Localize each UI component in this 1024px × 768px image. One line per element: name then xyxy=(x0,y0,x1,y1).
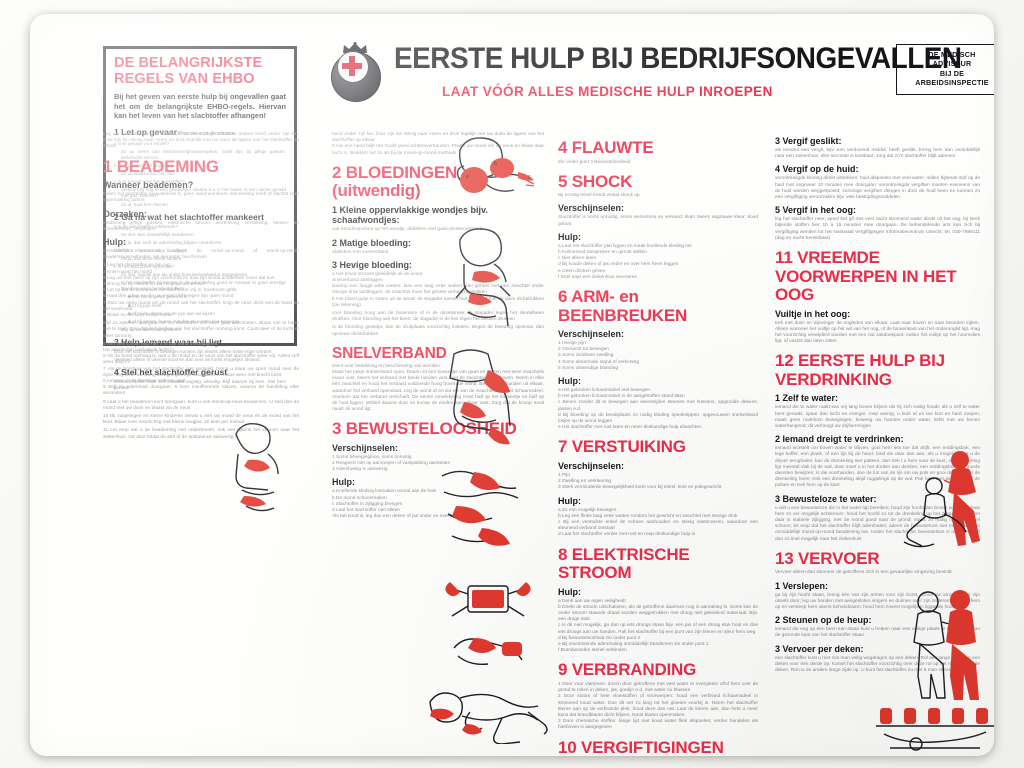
section-heading: 12 EERSTE HULP BIJ VERDRINKING xyxy=(775,351,945,389)
body-text: verontreinigde kleding direkt uittrekken… xyxy=(775,176,980,201)
section-heading: 6 ARM- en BEENBREUKEN xyxy=(558,287,688,325)
body-text: Bij ernstig letsel treedt veelal shock o… xyxy=(558,193,640,199)
body-text: Indien het slachtoffer bewusteloos is, g… xyxy=(103,192,299,204)
section-heading: 11 VREEMDE VOORWERPEN IN HET OOG xyxy=(775,248,957,305)
sub-heading: 4 Vergif op de huid: xyxy=(775,164,859,175)
sub-heading: 1 Zelf te water: xyxy=(775,393,839,404)
body-text: 9 Laat u het beademen kunt doorgaan, kun… xyxy=(103,399,299,411)
section-heading: 10 VERGIFTIGINGEN xyxy=(558,737,724,756)
body-text: 5 Met een schuin nog kijkt u of zijn bor… xyxy=(103,341,299,397)
rules-title: DE BELANGRIJKSTE REGELS VAN EHBO xyxy=(114,55,286,87)
bleeding-wound-arm-figure xyxy=(434,344,534,454)
body-text: 1 Door vuur vlammen: doven door getroffe… xyxy=(558,681,758,731)
sub-heading: 5 Vergif in het oog: xyxy=(775,205,857,216)
sub-heading: 3 Vergif geslikt: xyxy=(775,136,842,146)
rules-title-line-1: DE BELANGRIJKSTE xyxy=(114,55,263,71)
sub-heading: Hulp: xyxy=(558,376,581,387)
sub-heading: Hulp: xyxy=(558,231,581,242)
body-text: Blijf zo ademen doorgaan tot het slachto… xyxy=(103,321,299,339)
svg-text:a: a xyxy=(466,174,469,180)
sub-heading: Verschijnselen: xyxy=(558,203,625,214)
svg-text:b: b xyxy=(494,161,497,167)
content-column-3: 4 FLAUWTE Zie onder punt 3 Bewustelooshei… xyxy=(558,132,758,756)
sub-heading: Hulp: xyxy=(558,495,581,506)
sub-heading: Oorzaken: xyxy=(103,208,148,219)
leg-bandage-figure xyxy=(430,462,534,558)
poster-sheet: EERSTE HULP BIJ BEDRIJFSONGEVALLEN LAAT … xyxy=(30,14,994,756)
body-text: 1 Pijn 2 Zwelling en verkleuring 3 Sterk… xyxy=(558,472,722,491)
section-heading: 9 VERBRANDING xyxy=(558,660,697,680)
bandaged-hand-figure xyxy=(448,628,528,672)
body-text: Inademing giftige gassen, elektrische st… xyxy=(103,220,299,232)
adviser-line-1: DE MEDISCH xyxy=(928,50,976,59)
red-cross-emblem xyxy=(328,42,382,102)
adviser-line-3: BIJ DE xyxy=(939,68,965,78)
body-text: a Het gebroken lichaamsdeel niet bewegen… xyxy=(558,388,758,431)
adviser-line-4: ARBEIDSINSPECTIE xyxy=(915,78,989,88)
rules-title-line-2: REGELS VAN EHBO xyxy=(114,70,255,87)
sub-heading: Verschijnselen: xyxy=(558,460,625,471)
rules-intro: Bij het geven van eerste hulp bij ongeva… xyxy=(114,92,286,121)
recovery-position-figure xyxy=(410,672,556,744)
section-heading: 8 ELEKTRISCHE STROOM xyxy=(558,544,690,583)
body-text: Zie onder punt 3 Bewusteloosheid xyxy=(558,159,631,165)
body-text: Onmiddellijk beademen volgens de mond-op… xyxy=(103,248,299,261)
snelverband-package-figure xyxy=(442,562,534,638)
page-subtitle: LAAT VÓÓR ALLES MEDISCHE HULP INROEPEN xyxy=(442,84,773,99)
section-heading: 4 FLAUWTE xyxy=(558,138,654,157)
blanket-stretcher-figure xyxy=(870,704,994,756)
head-tilt-figure xyxy=(434,224,530,328)
body-text: 1 Hevige pijn 2 Onmacht tot bewegen 3 So… xyxy=(558,341,640,371)
section-heading: 5 SHOCK xyxy=(558,171,633,191)
hip-support-carry-figure xyxy=(898,586,994,702)
kneeling-rescuer-figure xyxy=(220,414,296,524)
body-text: leg het slachtoffer neer, spoel het gif … xyxy=(775,217,980,241)
body-text: trek met duim en wijsvinger de oogleden … xyxy=(775,320,980,345)
poster-header: EERSTE HULP BIJ BEDRIJFSONGEVALLEN LAAT … xyxy=(310,36,962,108)
sub-heading: Wanneer beademen? xyxy=(103,180,194,191)
body-text: iemand die te water raakt kan vrij lang … xyxy=(775,405,980,429)
body-text: Leg uw ene hand op zijn voorhoofd en twe… xyxy=(103,132,299,150)
body-text: a Laat het slachtoffer plat liggen en ma… xyxy=(558,243,692,280)
sub-heading: Hulp: xyxy=(103,236,126,247)
water-rescue-figure xyxy=(898,446,994,562)
sub-heading: 2 Iemand dreigt te verdrinken: xyxy=(775,434,904,445)
body-text: 1 Leg het slachtoffer op zijn rug 2 Knie… xyxy=(103,263,299,318)
sub-heading: Hulp: xyxy=(558,586,581,597)
medical-adviser-box: DE MEDISCH ADVISEUR BIJ DE ARBEIDSINSPEC… xyxy=(896,44,994,95)
body-text: Slachtoffer is soms onrustig, soms wezen… xyxy=(558,215,758,227)
section-heading: 7 VERSTUIKING xyxy=(558,437,686,457)
adviser-line-2: ADVISEUR xyxy=(932,59,972,69)
body-text: a Denk aan uw eigen veiligheid! b Direkt… xyxy=(558,598,758,654)
body-text: als iemand een vergif, bijv. een verdove… xyxy=(775,148,980,160)
page-title: EERSTE HULP BIJ BEDRIJFSONGEVALLEN xyxy=(394,42,962,75)
body-text: a Zo min mogelijk bewegen b Leg een flin… xyxy=(558,507,758,538)
sub-heading: Vuiltje in het oog: xyxy=(775,308,851,319)
content-column-1: Leg uw ene hand op zijn voorhoofd en twe… xyxy=(103,132,299,443)
sub-heading: Verschijnselen: xyxy=(558,329,625,340)
body-text: Vervoer alleen dan wanneer de getroffene… xyxy=(775,570,952,576)
section-heading: 1 BEADEMING xyxy=(103,156,219,176)
